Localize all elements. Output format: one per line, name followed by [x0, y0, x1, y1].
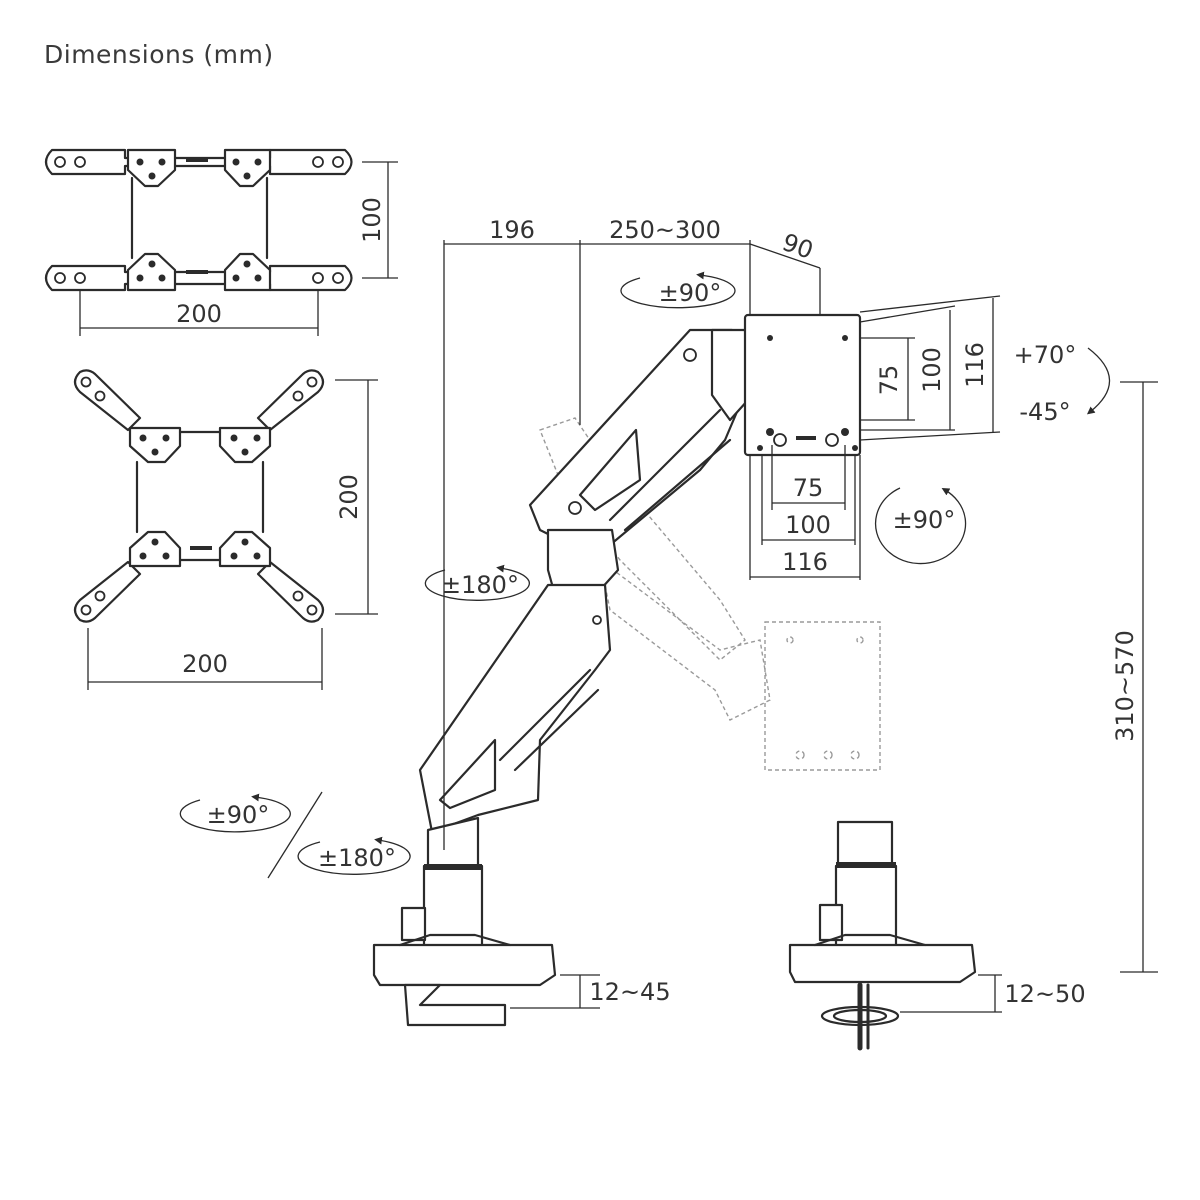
- monitor-plate-drawing: [743, 313, 862, 457]
- base-rotation-lower-label: ±180°: [318, 844, 396, 872]
- page-title: Dimensions (mm): [44, 40, 274, 69]
- elbow-rotation-label: ±180°: [441, 571, 519, 599]
- vesa-plate-small-drawing: [44, 148, 398, 336]
- vesa-small-height-label: 100: [358, 197, 386, 243]
- tilt-arrow-icon: [1086, 347, 1111, 415]
- head-rotation-arrow-icon: [874, 487, 967, 565]
- desk-grommet-drawing: [788, 820, 1002, 1051]
- head-swivel-label: ±90°: [659, 279, 722, 307]
- monitor-arm-drawing: [418, 328, 750, 950]
- rotation-indicators: [179, 271, 1111, 875]
- base-rotation-upper-label: ±90°: [207, 801, 270, 829]
- elbow-rotation-arrow-icon: [424, 564, 530, 601]
- head-vesa-v-small-label: 75: [875, 365, 903, 396]
- head-vesa-h-small-label: 75: [793, 474, 824, 502]
- clamp-thickness-label: 12~45: [589, 978, 670, 1006]
- tilt-up-label: +70°: [1014, 341, 1077, 369]
- vesa-plate-large-drawing: [73, 369, 378, 690]
- height-range-label: 310~570: [1111, 630, 1139, 742]
- vesa-small-width-label: 200: [176, 300, 222, 328]
- grommet-thickness-label: 12~50: [1004, 980, 1085, 1008]
- vesa-large-height-label: 200: [335, 474, 363, 520]
- tilt-down-label: -45°: [1019, 398, 1070, 426]
- base-rotation-lower-arrow-icon: [297, 836, 411, 875]
- head-vesa-h-medium-label: 100: [785, 511, 831, 539]
- head-depth-label: 90: [779, 228, 817, 265]
- arm-ghost-position: [539, 417, 881, 771]
- arm-depth-extension-label: 250~300: [609, 216, 721, 244]
- vesa-large-width-label: 200: [182, 650, 228, 678]
- base-rotation-upper-arrow-icon: [179, 793, 291, 833]
- head-vesa-v-large-label: 116: [961, 342, 989, 388]
- arm-depth-base-label: 196: [489, 216, 535, 244]
- head-vesa-v-medium-label: 100: [918, 347, 946, 393]
- head-swivel-arrow-icon: [620, 271, 736, 309]
- head-rotation-label: ±90°: [893, 506, 956, 534]
- head-vesa-h-large-label: 116: [782, 548, 828, 576]
- arm-dimension-lines: [267, 240, 1158, 973]
- desk-clamp-drawing: [372, 906, 600, 1027]
